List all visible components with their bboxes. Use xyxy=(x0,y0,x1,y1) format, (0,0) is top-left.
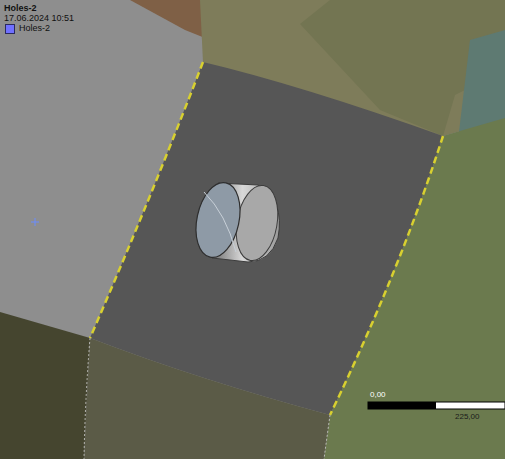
scale-end: 225,00 xyxy=(455,412,479,421)
scale-start: 0,00 xyxy=(370,390,386,399)
timestamp: 17.06.2024 10:51 xyxy=(4,13,74,23)
legend-swatch xyxy=(5,24,15,34)
view-title: Holes-2 xyxy=(4,3,37,13)
legend-text: Holes-2 xyxy=(19,23,50,33)
